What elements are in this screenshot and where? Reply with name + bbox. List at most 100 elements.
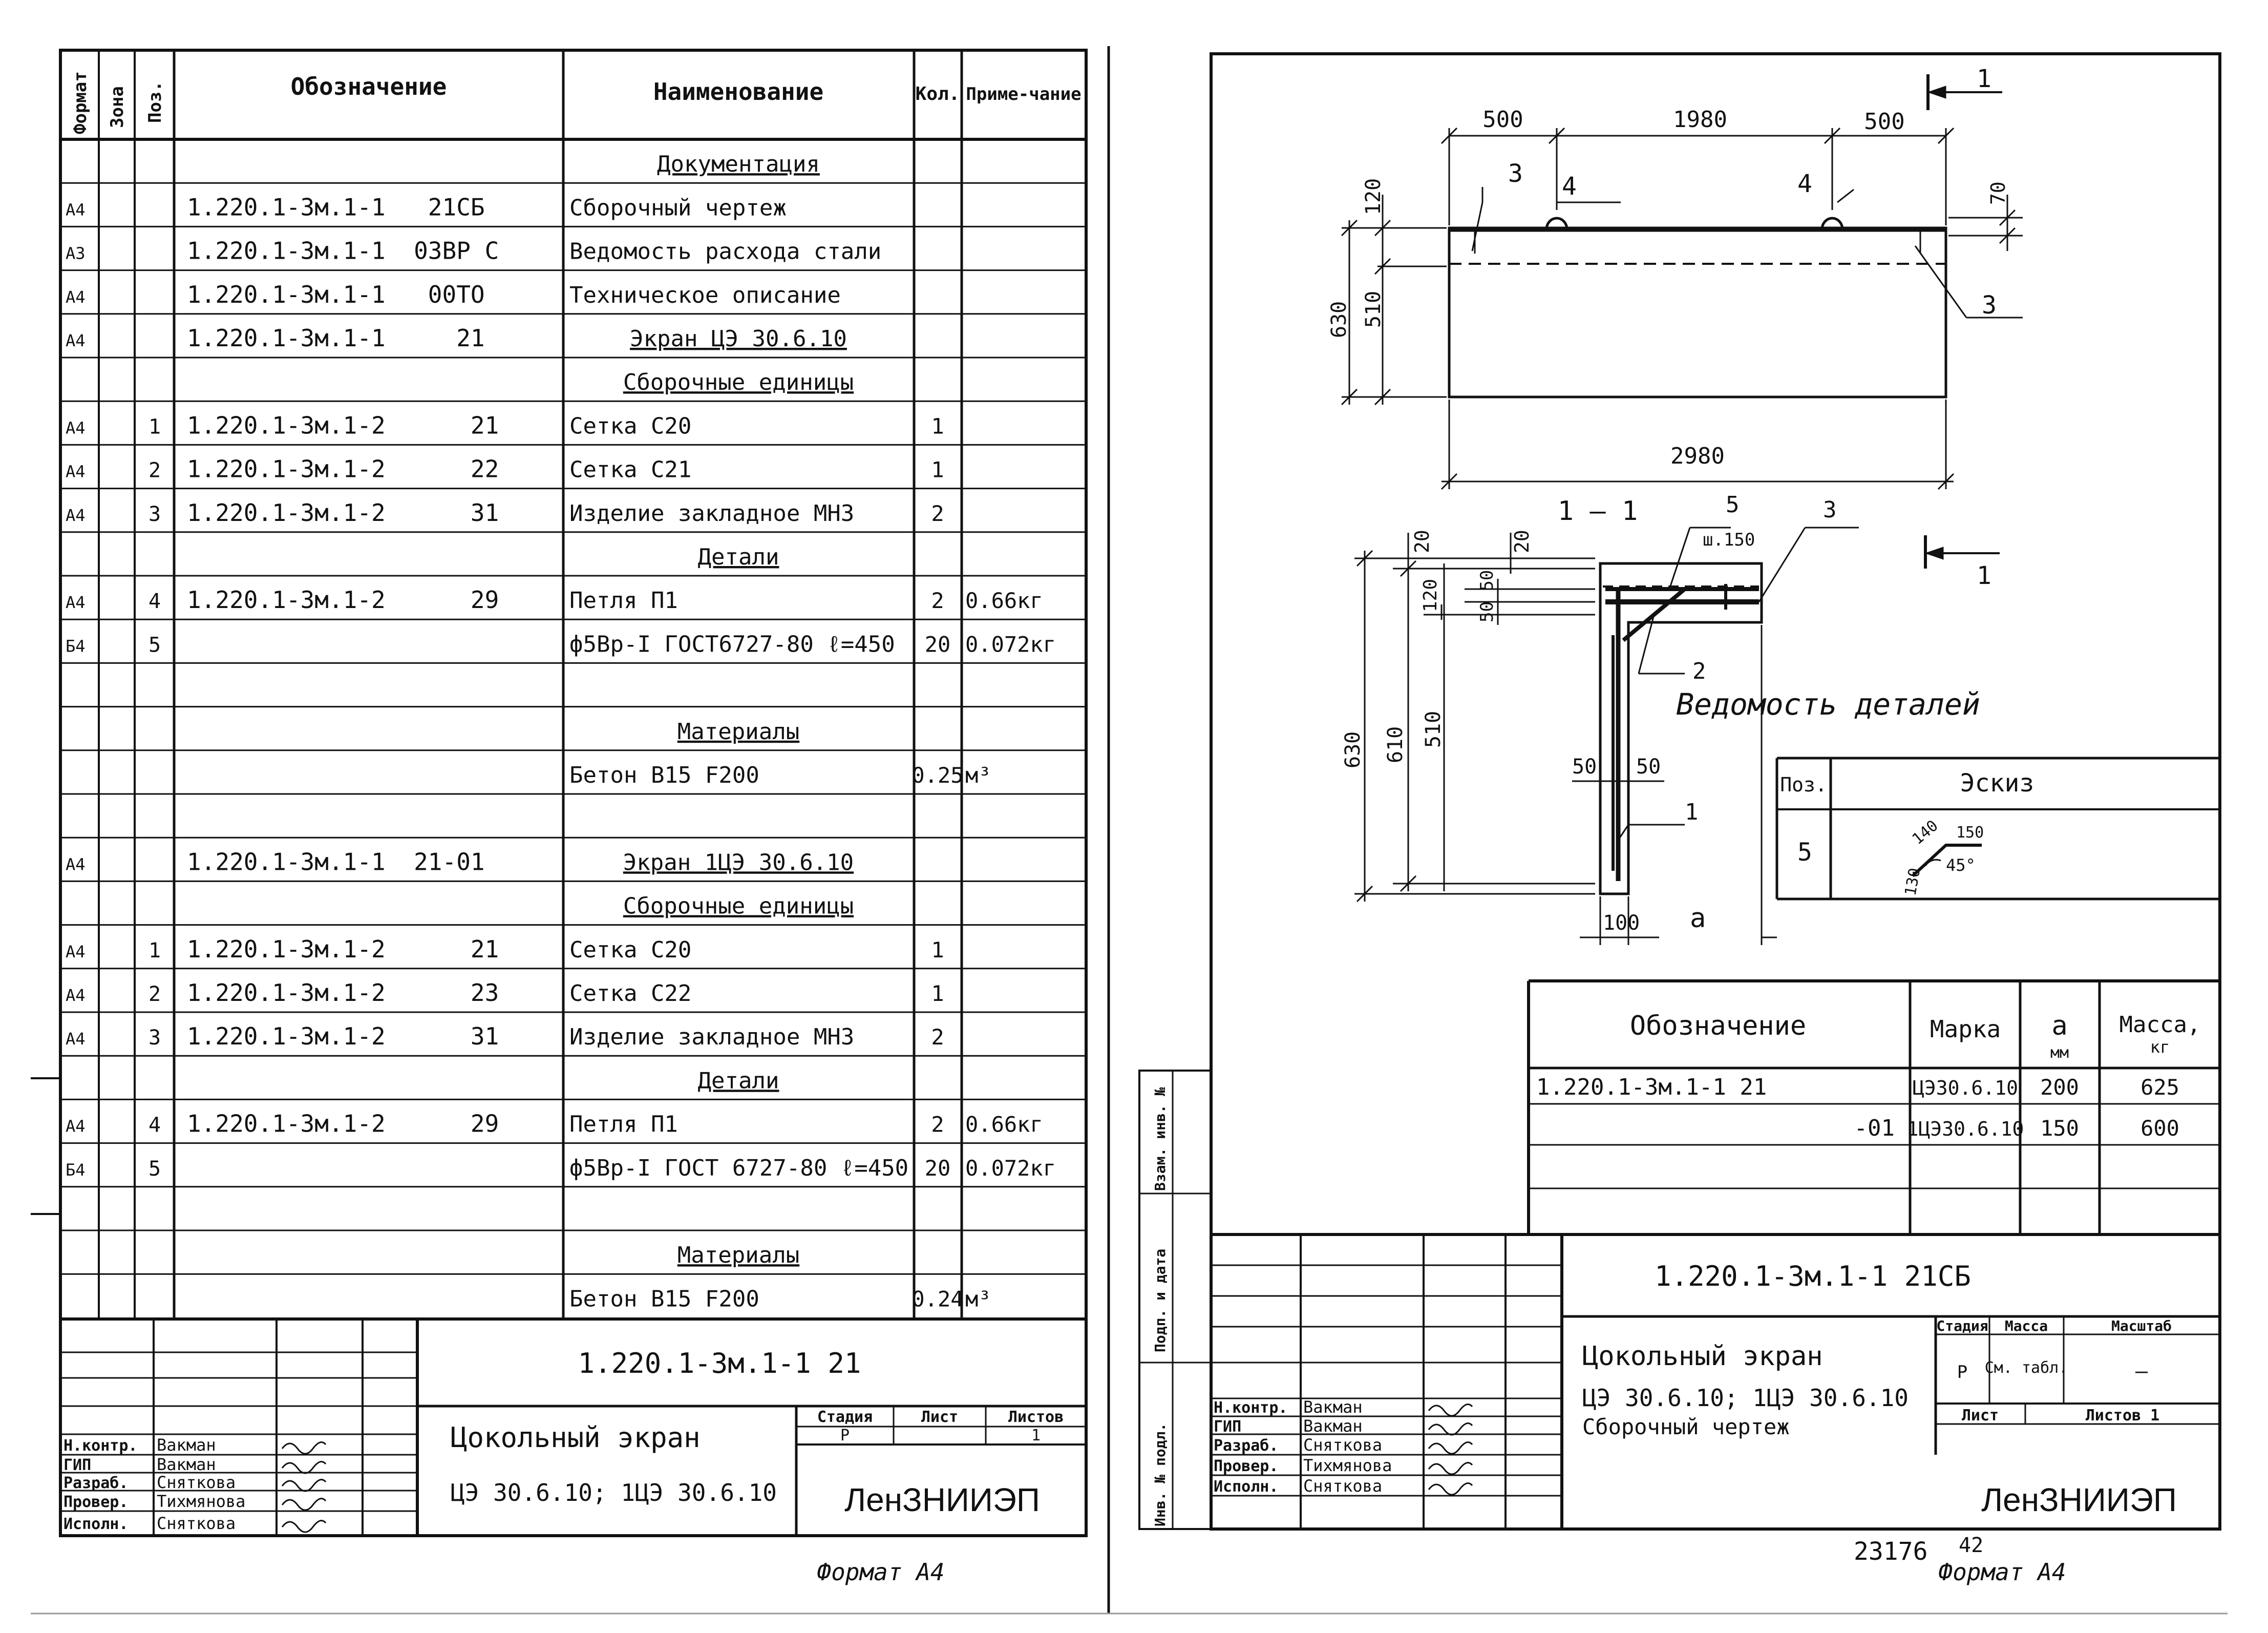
details-sketch-header: Эскиз: [1960, 769, 2034, 798]
signature-mark: [281, 1441, 327, 1455]
signature-mark: [281, 1479, 327, 1492]
row-qty: 0.25: [912, 763, 963, 788]
sec-dim-5050: 50 50: [1477, 570, 1497, 622]
row-qty: 2: [931, 501, 944, 526]
header-note: Приме-чание: [966, 84, 1081, 104]
section-heading: Детали: [698, 544, 779, 570]
right-format-label: Формат А4: [1938, 1558, 2066, 1586]
signature-mark: [1428, 1462, 1473, 1475]
page-number: 42: [1959, 1534, 1983, 1557]
row-qty: 1: [931, 413, 944, 438]
row-note: 0.66кг: [965, 1112, 1043, 1137]
signer-name: Сняткова: [157, 1514, 236, 1533]
sec-dim-610: 610: [1384, 726, 1407, 763]
row-name: Сетка С21: [569, 457, 691, 483]
variants-header-a-unit: мм: [2050, 1044, 2069, 1062]
variants-table: [1527, 979, 2220, 1234]
row-designation: 1.220.1-3м.1-2 29: [187, 586, 499, 614]
signer-name: Вакман: [1303, 1416, 1363, 1436]
signer-name: Вакман: [157, 1435, 216, 1455]
row-format: А4: [66, 331, 86, 350]
left-sheet-header: Лист: [921, 1408, 958, 1426]
row-name: Техническое описание: [569, 282, 841, 308]
row-qty: 2: [931, 588, 944, 613]
row-position: 5: [149, 633, 161, 657]
row-name: ф5Вр-I ГОСТ6727-80 ℓ=450: [569, 631, 895, 657]
sec-dim-a: a: [1690, 903, 1706, 934]
row-qty: 1: [931, 457, 944, 483]
right-mass-header: Масса: [2005, 1317, 2048, 1334]
row-designation: 1.220.1-3м.1-2 31: [187, 499, 499, 527]
stamp-replace-inv: Взам. инв. №: [1152, 1087, 1169, 1191]
signer-name: Сняткова: [157, 1473, 236, 1492]
row-name: Петля П1: [569, 1112, 678, 1138]
signer-role: Н.контр.: [63, 1437, 138, 1455]
row-note: м³: [965, 763, 991, 788]
row-designation: 1.220.1-3м.1-2 23: [187, 979, 499, 1007]
dim-510: 510: [1362, 291, 1385, 328]
sketch-45: 45°: [1946, 855, 1976, 875]
sec-callout-2: 2: [1692, 658, 1706, 684]
row-format: Б4: [66, 636, 86, 656]
row-position: 5: [149, 1157, 161, 1181]
row-position: 1: [149, 939, 161, 962]
dim-120: 120: [1362, 178, 1385, 215]
variants-header-mass: Масса,: [2119, 1012, 2201, 1038]
section-heading: Сборочные единицы: [623, 893, 854, 919]
right-frame: [1210, 52, 2221, 1531]
callout-3-left: 3: [1508, 159, 1523, 188]
variant-a: 150: [2040, 1116, 2079, 1141]
sketch-130: 130: [1901, 867, 1924, 897]
variant-mark: ЦЭ30.6.10: [1913, 1077, 2018, 1099]
variants-header-a: a: [2051, 1011, 2067, 1041]
left-format-label: Формат А4: [817, 1558, 944, 1586]
row-name: Ведомость расхода стали: [569, 239, 881, 265]
row-format: А4: [66, 593, 86, 612]
row-position: 2: [149, 982, 161, 1006]
row-format: А4: [66, 1029, 86, 1049]
row-qty: 20: [925, 632, 951, 657]
signer-role: Разраб.: [1214, 1437, 1278, 1455]
row-designation: 1.220.1-3м.1-1 03ВР С: [187, 237, 499, 265]
signer-name: Тихмянова: [157, 1492, 245, 1511]
spec-table-grid: [59, 49, 1088, 1537]
row-format: А4: [66, 287, 86, 307]
details-table: [1775, 757, 2220, 901]
right-sheet-header: Лист: [1962, 1407, 1999, 1425]
section-heading: Документация: [657, 151, 820, 177]
row-name: Изделие закладное МН3: [569, 500, 854, 527]
callout-4-left: 4: [1562, 172, 1577, 201]
signer-role: ГИП: [1214, 1418, 1241, 1436]
left-doc-title: Цокольный экран: [451, 1421, 701, 1454]
signer-name: Вакман: [1303, 1397, 1363, 1417]
sec-dim-510: 510: [1422, 711, 1445, 748]
variant-a: 200: [2040, 1075, 2079, 1100]
right-doc-subtitle: ЦЭ 30.6.10; 1ЦЭ 30.6.10: [1582, 1384, 1909, 1412]
right-stage-value: Р: [1957, 1362, 1967, 1383]
row-name: Сетка С20: [569, 413, 691, 439]
archive-number: 23176: [1854, 1537, 1928, 1566]
left-title-block: [60, 1319, 1086, 1536]
row-designation: 1.220.1-3м.1-2 22: [187, 455, 499, 483]
sec-dim-630: 630: [1341, 731, 1365, 768]
row-format: А4: [66, 986, 86, 1005]
section-heading: Экран 1ЦЭ 30.6.10: [623, 849, 854, 875]
header-zone: Зона: [107, 86, 128, 128]
header-designation: Обозначение: [291, 73, 447, 100]
signer-role: ГИП: [63, 1456, 91, 1474]
left-sheets-value: 1: [1031, 1427, 1041, 1444]
sec-dim-20a: 20: [1411, 530, 1433, 553]
right-stage-header: Стадия: [1936, 1317, 1988, 1334]
row-format: А4: [66, 462, 86, 481]
row-position: 4: [149, 590, 161, 613]
section-cut-label: 1: [1977, 65, 1991, 93]
row-qty: 20: [925, 1156, 951, 1181]
signer-role: Провер.: [63, 1493, 128, 1511]
signer-name: Тихмянова: [1303, 1456, 1392, 1475]
header-name: Наименование: [653, 78, 823, 106]
row-qty: 0.24: [912, 1286, 963, 1311]
row-format: А4: [66, 506, 86, 525]
dim-2980: 2980: [1670, 443, 1725, 469]
row-designation: 1.220.1-3м.1-1 21: [187, 324, 485, 352]
